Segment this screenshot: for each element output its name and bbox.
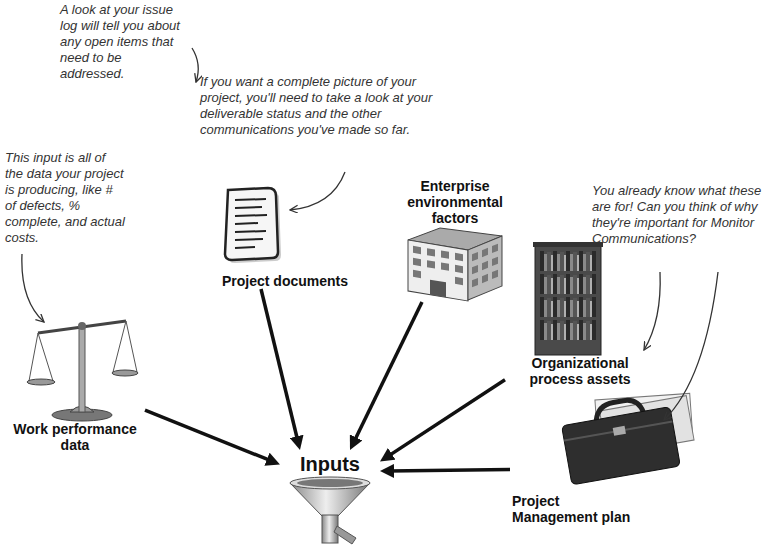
environment-node: Enterprise environmental factors [400,178,510,302]
bookshelf [540,251,596,271]
leader-line [664,272,718,420]
scale-string [126,321,137,372]
leader-line [192,48,198,82]
briefcase-flap [564,421,672,440]
document-illustration [225,188,281,263]
handwritten-note: You already know what these are for! Can… [592,183,762,247]
node-label: Project documents [205,273,365,289]
document-lines [235,199,267,248]
briefcase-clasp [613,426,626,436]
scale-string [113,321,126,372]
bookshelf [540,274,596,294]
briefcase-body [562,407,681,485]
handwritten-note: This input is all of the data your proje… [5,150,127,246]
flow-arrow [145,410,273,461]
scale-string [29,333,38,381]
document-sheet [225,188,278,260]
bookcase-frame [535,245,601,355]
node-label: Project Management plan [512,493,640,525]
scale-string [38,333,53,381]
leader-line [644,272,660,350]
bookshelf [540,320,596,340]
node-label: Enterprise environmental factors [400,178,510,226]
assets-node: Organizational process assets [505,243,655,387]
scale-pole [79,328,85,412]
building-door [430,280,446,298]
funnel-opening [297,479,363,487]
flow-arrow [353,302,422,443]
funnel-illustration [290,477,370,544]
building-wall [408,240,468,301]
leader-line [22,254,44,322]
building-side [468,236,502,300]
node-label: Organizational process assets [505,355,655,387]
leader-line [290,172,345,210]
handwritten-note: If you want a complete picture of your p… [200,74,445,138]
building-front [408,240,468,301]
building-windows [413,246,463,285]
plan-node: Project Management plan [510,393,695,525]
funnel-tube [334,526,356,544]
bookcase-illustration [533,242,603,355]
scale-illustration [27,321,138,421]
building-windows [472,244,498,288]
funnel-rim [290,477,370,489]
scale-beam [38,321,126,333]
building-wall [468,236,502,300]
scale-knob [78,322,86,330]
performance-data-node: Work performance data [5,315,145,453]
node-label: Work performance data [5,421,145,453]
flow-arrow [387,380,505,457]
bookshelf [540,297,596,317]
scale-pan [27,379,55,385]
scale-pan [112,370,138,376]
handwritten-note: A look at your issue log will tell you a… [60,2,188,82]
node-label: Inputs [280,450,380,476]
building-illustration [408,228,502,301]
flow-arrow [261,289,298,442]
documents-node: Project documents [205,183,365,289]
inputs-node: Inputs [280,450,380,546]
flow-arrow [388,470,510,471]
